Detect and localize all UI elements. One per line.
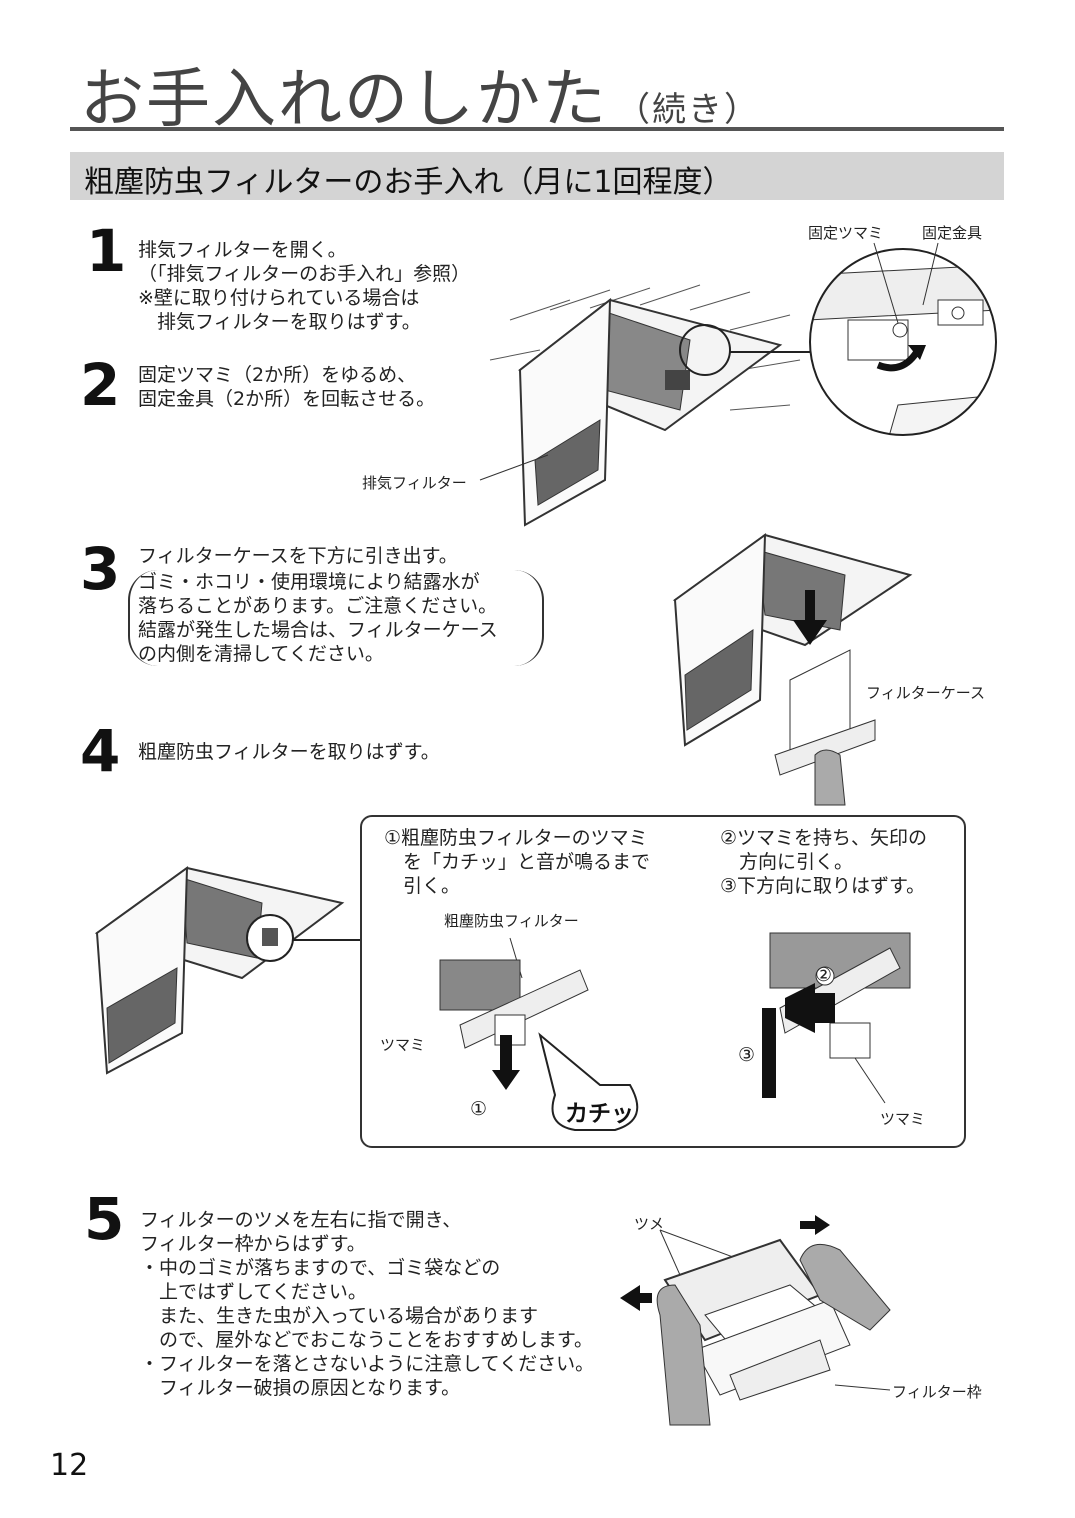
knob-pull-illustration xyxy=(439,937,589,1090)
section-heading: 粗塵防虫フィルターのお手入れ（月に1回程度） xyxy=(84,165,733,200)
step-3-number: 3 xyxy=(80,535,121,603)
step-3-text: フィルターケースを下方に引き出す。 xyxy=(138,545,458,567)
step-5-text: フィルターのツメを左右に指で開き、 フィルター枠からはずす。 ・中のゴミが落ちま… xyxy=(140,1209,595,1399)
exhaust-filter-leader xyxy=(479,454,549,481)
page-title-main: お手入れのしかた xyxy=(80,63,608,137)
step-2-number: 2 xyxy=(80,351,121,419)
step-3-note: ゴミ・ホコリ・使用環境により結露水が 落ちることがあります。ご注意ください。 結… xyxy=(128,570,544,666)
step-4-number: 4 xyxy=(80,717,121,785)
bracket-detail-circle xyxy=(809,242,997,436)
step-1-text: 排気フィルターを開く。 （「排気フィルターのお手入れ」参照） ※壁に取り付けられ… xyxy=(138,239,471,333)
page-title: お手入れのしかた（続き） xyxy=(80,48,760,140)
label-circle-2: ② xyxy=(815,964,833,986)
step-4-text: 粗塵防虫フィルターを取りはずす。 xyxy=(138,741,440,763)
section-band xyxy=(70,152,1004,200)
label-exhaust-filter: 排気フィルター xyxy=(362,474,467,492)
step-2-text: 固定ツマミ（2か所）をゆるめ、 固定金具（2か所）を回転させる。 xyxy=(138,364,436,410)
label-coarse-filter: 粗塵防虫フィルター xyxy=(444,912,579,930)
step-5-number: 5 xyxy=(84,1185,125,1253)
label-knob-right: ツマミ xyxy=(880,1110,926,1128)
label-knob-left: ツマミ xyxy=(380,1036,426,1054)
filter-removal-panel xyxy=(360,815,966,1148)
click-sound-text: カチッ xyxy=(565,1101,634,1127)
click-callout xyxy=(538,1032,639,1131)
panel-instruction-1: ①粗塵防虫フィルターのツマミ を「カチッ」と音が鳴るまで 引く。 xyxy=(384,827,651,897)
panel-instruction-2: ②ツマミを持ち、矢印の 方向に引く。 ③下方向に取りはずす。 xyxy=(720,827,928,897)
step-1-number: 1 xyxy=(86,217,127,285)
label-fixed-knob: 固定ツマミ xyxy=(808,224,884,242)
label-filter-case: フィルターケース xyxy=(866,684,985,702)
filter-frame-illustration xyxy=(620,1215,891,1426)
page-number: 12 xyxy=(50,1448,89,1483)
label-filter-frame: フィルター枠 xyxy=(892,1383,982,1401)
label-fixed-bracket: 固定金具 xyxy=(922,224,983,242)
filter-case-illustration xyxy=(672,533,913,806)
exhaust-filter-illustration xyxy=(489,284,810,527)
filter-unit-illustration xyxy=(94,866,362,1075)
label-claw: ツメ xyxy=(634,1215,665,1233)
label-circle-3: ③ xyxy=(738,1044,756,1066)
title-rule xyxy=(70,127,1004,131)
filter-slide-illustration xyxy=(762,932,911,1104)
label-circle-1: ① xyxy=(470,1098,488,1120)
page-title-sub: （続き） xyxy=(616,90,760,130)
